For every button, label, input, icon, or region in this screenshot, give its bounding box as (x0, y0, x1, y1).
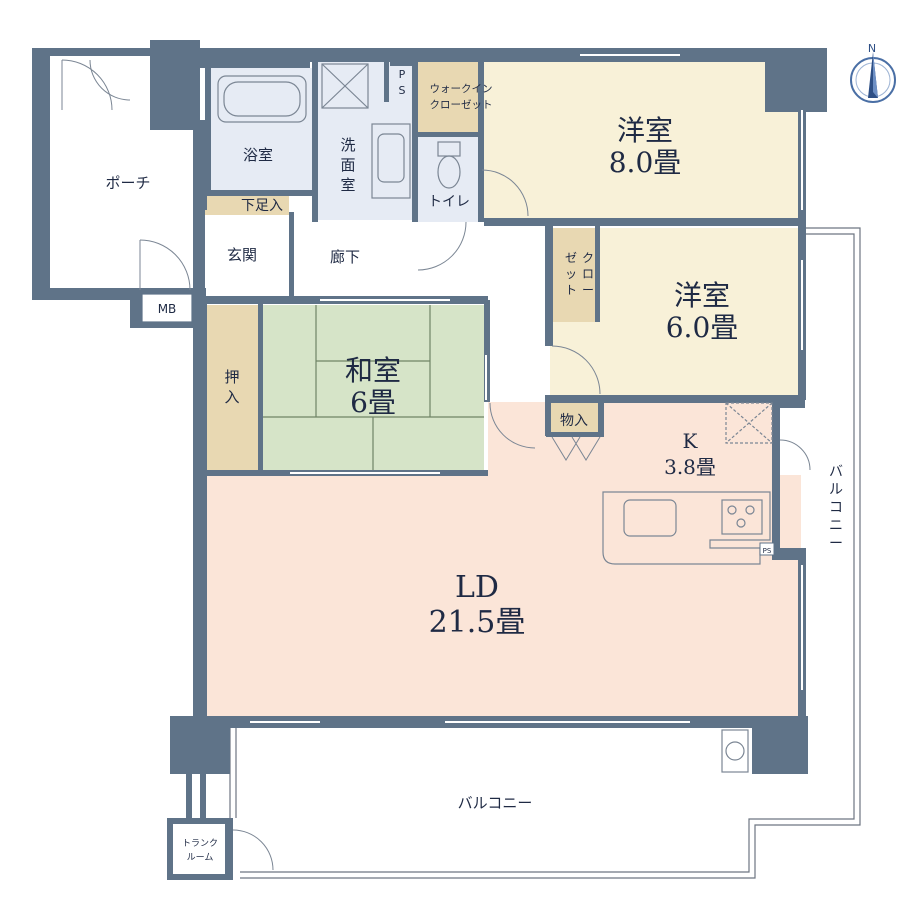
kitchen-area (488, 402, 774, 482)
geta-area (205, 195, 289, 215)
bath-area (210, 68, 312, 192)
tatami-lines (262, 305, 484, 471)
label-wic-1: ウォークイン (430, 83, 493, 95)
label-genkan: 玄関 (227, 246, 257, 264)
oshiire-area (207, 305, 259, 471)
label-balcony-east-1: バ (829, 464, 843, 480)
western-room-8-area (484, 62, 800, 220)
label-monoire: 物入 (560, 413, 588, 429)
label-closet-c2-1: ゼ (565, 251, 577, 265)
fridge-slot (725, 402, 773, 444)
label-oshiire-1: 押 (224, 368, 239, 386)
windows (250, 54, 803, 723)
mb-box (141, 293, 193, 323)
label-trunk-2: ルーム (187, 852, 214, 863)
label-geta: 下足入 (241, 198, 283, 214)
room-labels: 洋室 8.0畳 洋室 6.0畳 和室 6畳 LD 21.5畳 K 3.8畳 浴室… (105, 68, 843, 863)
label-senmen-2: 面 (340, 156, 355, 174)
label-balcony-east-2: ル (829, 482, 843, 498)
room-name-youshitsu-6: 洋室 (674, 279, 730, 312)
ld-area (205, 475, 801, 717)
label-balcony-east-5: ー (829, 536, 843, 552)
label-rouka: 廊下 (330, 248, 360, 266)
label-balcony-east-4: ニ (829, 518, 843, 534)
outdoor-unit (721, 729, 749, 773)
label-yokushitsu: 浴室 (243, 146, 273, 164)
room-size-youshitsu-6: 6.0畳 (666, 311, 739, 344)
label-toilet: トイレ (428, 194, 470, 210)
room-size-washitsu: 6畳 (350, 386, 396, 419)
label-senmen-1: 洗 (340, 136, 355, 154)
room-name-youshitsu-8: 洋室 (617, 114, 673, 147)
label-trunk-1: トランク (182, 838, 218, 849)
label-closet-c1-3: ー (582, 283, 594, 297)
label-ps-top-1: P (399, 68, 406, 81)
room-size-kitchen: 3.8畳 (664, 455, 716, 479)
vanity (371, 123, 411, 199)
room-name-ld: LD (455, 570, 499, 605)
room-name-washitsu: 和室 (345, 354, 401, 387)
toilet-area (418, 136, 482, 222)
label-closet-c1-2: ロ (582, 267, 594, 281)
room-size-youshitsu-8: 8.0畳 (609, 146, 682, 179)
label-closet-c1-1: ク (582, 251, 594, 265)
label-porch: ポーチ (105, 174, 150, 192)
label-balcony-east-3: コ (829, 500, 843, 516)
label-senmen-3: 室 (340, 176, 355, 194)
label-ps-top-2: S (399, 84, 406, 97)
label-balcony-south: バルコニー (458, 794, 533, 812)
label-oshiire-2: 入 (224, 388, 239, 406)
compass-icon: N (850, 42, 896, 103)
room-fills (50, 55, 801, 717)
stove (721, 499, 763, 535)
label-ps-kitchen: PS (763, 547, 772, 555)
fixtures (217, 63, 773, 773)
washroom-area (318, 62, 412, 220)
label-mb: MB (158, 302, 177, 316)
closet-area (552, 228, 598, 322)
washer-pan (321, 63, 369, 109)
bathtub (217, 75, 307, 123)
label-closet-c2-2: ッ (565, 267, 577, 281)
kitchen-counter (602, 491, 771, 565)
label-wic-2: クローゼット (430, 99, 493, 111)
sink (623, 499, 677, 537)
compass-north-label: N (868, 42, 876, 55)
label-closet-c2-3: ト (565, 283, 577, 297)
doors (61, 59, 811, 871)
monoire-area (547, 402, 601, 436)
ps-kitchen-box (759, 542, 775, 556)
room-size-ld: 21.5畳 (429, 605, 526, 640)
room-name-kitchen: K (683, 429, 699, 453)
